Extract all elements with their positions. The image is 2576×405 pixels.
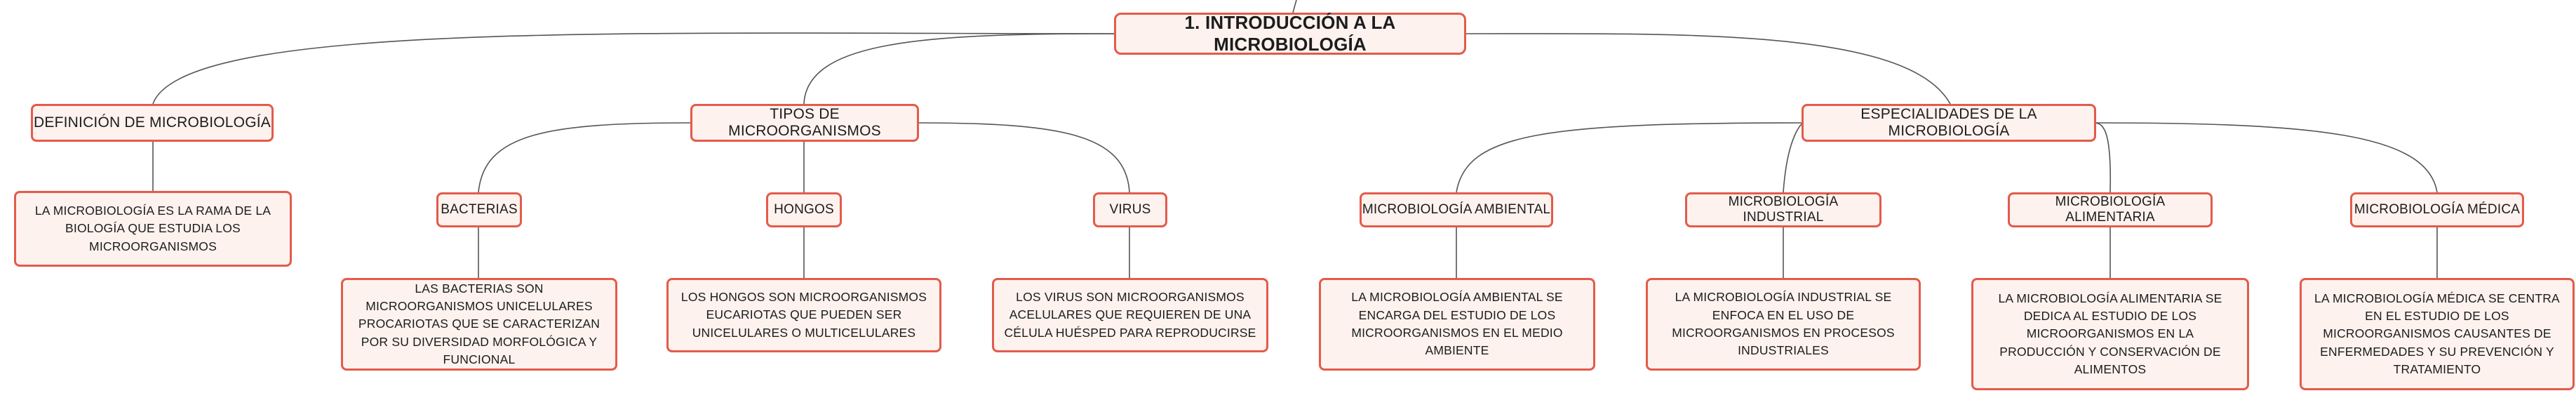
connector-root-definicion	[152, 32, 1115, 105]
leaf-ambiental[interactable]: LA MICROBIOLOGÍA AMBIENTAL SE ENCARGA DE…	[1319, 278, 1595, 371]
subtopic-virus[interactable]: VIRUS	[1093, 192, 1167, 227]
subtopic-industrial[interactable]: MICROBIOLOGÍA INDUSTRIAL	[1685, 192, 1881, 227]
leaf-bacterias[interactable]: LAS BACTERIAS SON MICROORGANISMOS UNICEL…	[341, 278, 617, 371]
subtopic-alimentaria[interactable]: MICROBIOLOGÍA ALIMENTARIA	[2008, 192, 2213, 227]
subtopic-bacterias[interactable]: BACTERIAS	[436, 192, 522, 227]
connector-esp-medica	[2093, 122, 2438, 193]
connector-esp-alimentaria	[2093, 122, 2112, 193]
connector-esp-industrial	[1783, 122, 1804, 193]
leaf-alimentaria[interactable]: LA MICROBIOLOGÍA ALIMENTARIA SE DEDICA A…	[1971, 278, 2249, 390]
subtopic-hongos[interactable]: HONGOS	[766, 192, 842, 227]
topic-tipos[interactable]: TIPOS DE MICROORGANISMOS	[690, 104, 919, 142]
connector-tipos-virus	[915, 122, 1130, 193]
leaf-medica[interactable]: LA MICROBIOLOGÍA MÉDICA SE CENTRA EN EL …	[2300, 278, 2575, 390]
root-topic[interactable]: 1. INTRODUCCIÓN A LA MICROBIOLOGÍA	[1114, 12, 1466, 55]
leaf-definicion[interactable]: LA MICROBIOLOGÍA ES LA RAMA DE LA BIOLOG…	[14, 191, 292, 267]
leaf-virus[interactable]: LOS VIRUS SON MICROORGANISMOS ACELULARES…	[992, 278, 1268, 352]
topic-especialidades[interactable]: ESPECIALIDADES DE LA MICROBIOLOGÍA	[1802, 104, 2096, 142]
leaf-hongos[interactable]: LOS HONGOS SON MICROORGANISMOS EUCARIOTA…	[666, 278, 941, 352]
connector-tipos-bacterias	[478, 122, 692, 193]
subtopic-ambiental[interactable]: MICROBIOLOGÍA AMBIENTAL	[1360, 192, 1553, 227]
connector-top-stub	[1292, 0, 1297, 13]
connector-root-especialidades	[1465, 33, 1951, 105]
connector-esp-ambiental	[1456, 122, 1804, 193]
connector-root-tipos	[803, 33, 1115, 105]
topic-definicion[interactable]: DEFINICIÓN DE MICROBIOLOGÍA	[31, 104, 274, 142]
leaf-industrial[interactable]: LA MICROBIOLOGÍA INDUSTRIAL SE ENFOCA EN…	[1646, 278, 1921, 371]
subtopic-medica[interactable]: MICROBIOLOGÍA MÉDICA	[2350, 192, 2524, 227]
